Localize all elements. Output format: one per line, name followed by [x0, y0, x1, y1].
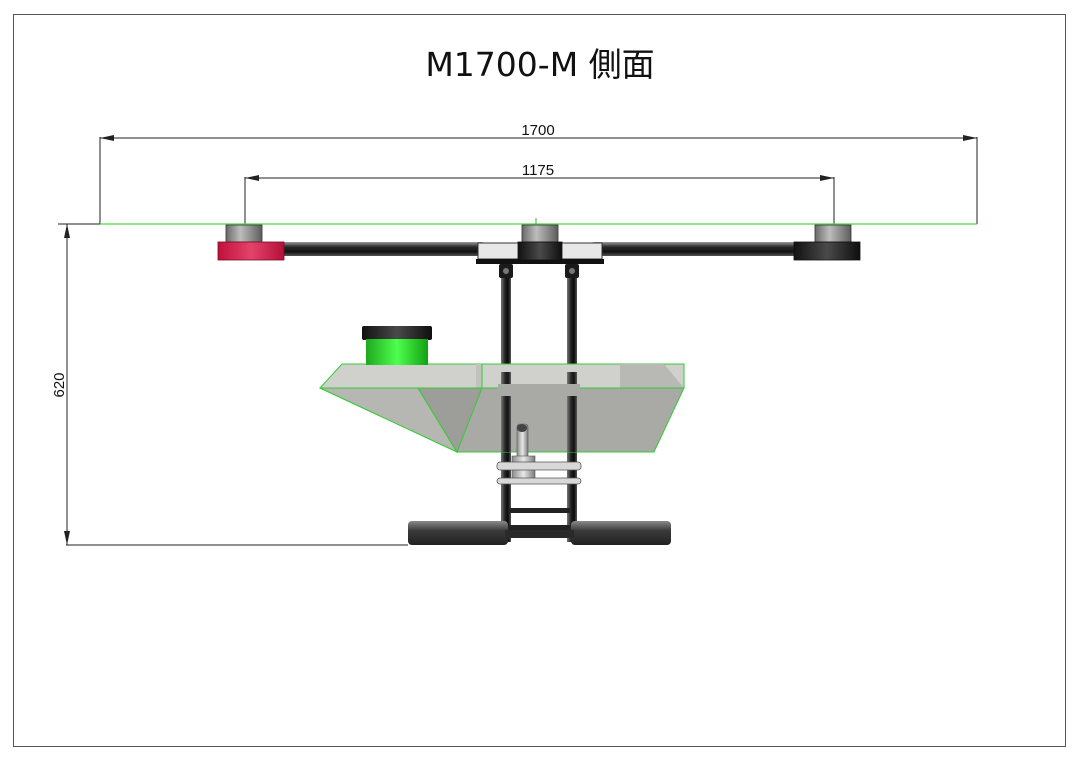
tank-seam-band	[498, 384, 580, 396]
drawing-sheet-border	[13, 14, 1066, 747]
motor-right-black	[793, 224, 861, 261]
landing-gear	[408, 461, 671, 545]
dimension-label-overall-span: 1700	[521, 122, 554, 139]
dimension-motor-spacing: 1175	[244, 162, 835, 224]
post-through-tank-left	[501, 372, 511, 452]
motor-center	[517, 224, 563, 261]
skid-left	[408, 521, 508, 545]
dimension-overall-span: 1700	[99, 122, 978, 224]
right-arm-tube	[588, 242, 800, 256]
drawing-title: M1700-M 側面	[425, 45, 655, 84]
dimension-height: 620	[51, 223, 408, 546]
dimension-label-height: 620	[51, 372, 68, 397]
left-arm-tube	[278, 242, 488, 256]
motor-left-red	[217, 224, 285, 261]
tank-cap-cylinder	[362, 326, 432, 365]
post-through-tank-right	[567, 372, 577, 452]
skid-right	[571, 521, 671, 545]
dimension-label-motor-spacing: 1175	[522, 162, 554, 179]
